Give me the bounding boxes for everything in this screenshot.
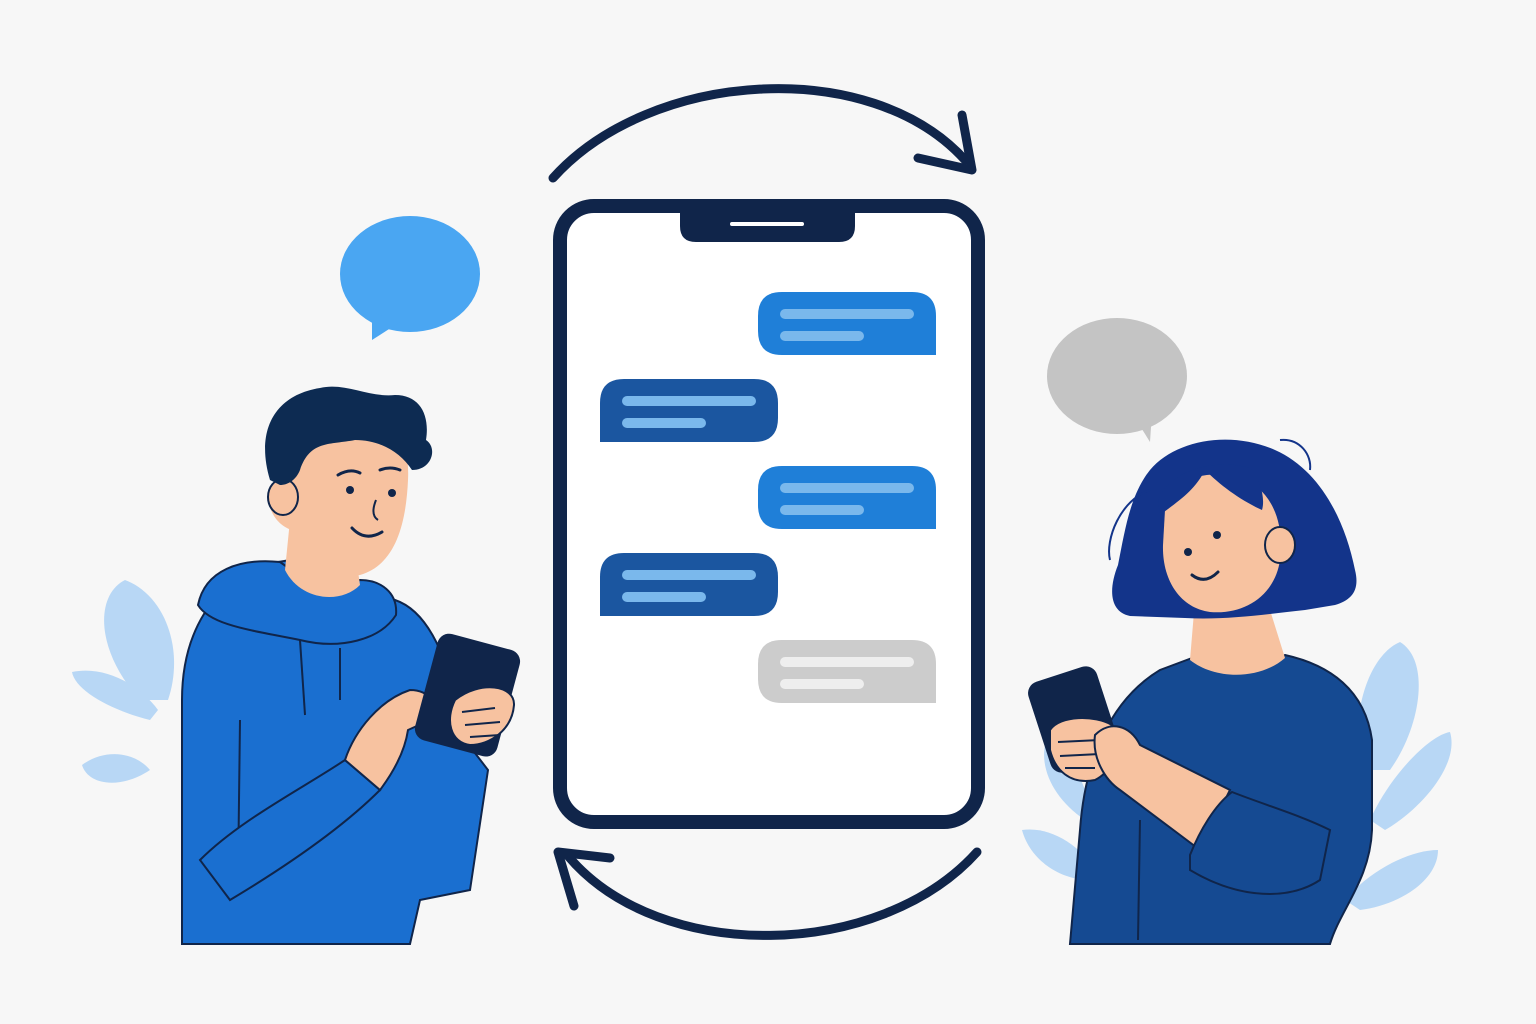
message-text-placeholder [622,570,756,580]
bottom-arrowhead [553,847,615,911]
chat-phone [553,199,985,829]
top-arrowhead [913,110,977,175]
message-bubble-shape [600,379,778,442]
message-bubble [758,466,936,529]
message-text-placeholder [780,483,914,493]
man-hood [196,560,398,645]
message-text-placeholder [780,657,914,667]
message-text-placeholder [780,505,864,515]
left-leaves [72,580,175,783]
message-bubble-shape [758,292,936,355]
message-bubble [758,292,936,355]
message-text-placeholder [780,309,914,319]
man-hair [265,386,433,485]
message-bubble [758,640,936,703]
message-bubble-shape [600,553,778,616]
message-bubble-shape [758,466,936,529]
message-text-placeholder [780,331,864,341]
message-text-placeholder [622,418,706,428]
message-bubble-shape [758,640,936,703]
man-figure [181,386,521,945]
woman-face [1162,474,1281,613]
woman-sleeve [1189,790,1332,895]
left-speech-bubble-icon [340,216,480,340]
message-list [600,292,936,703]
sync-arrows-icon [548,84,982,940]
woman-figure [1028,438,1373,945]
woman-neck [1190,600,1285,675]
message-text-placeholder [780,679,864,689]
right-speech-bubble-icon [1047,318,1187,442]
man-right-hand [449,686,516,747]
message-text-placeholder [622,396,756,406]
bottom-arrow-arc [563,847,982,940]
message-bubble [600,379,778,442]
message-bubble [600,553,778,616]
message-text-placeholder [622,592,706,602]
top-arrow-arc [548,84,970,183]
